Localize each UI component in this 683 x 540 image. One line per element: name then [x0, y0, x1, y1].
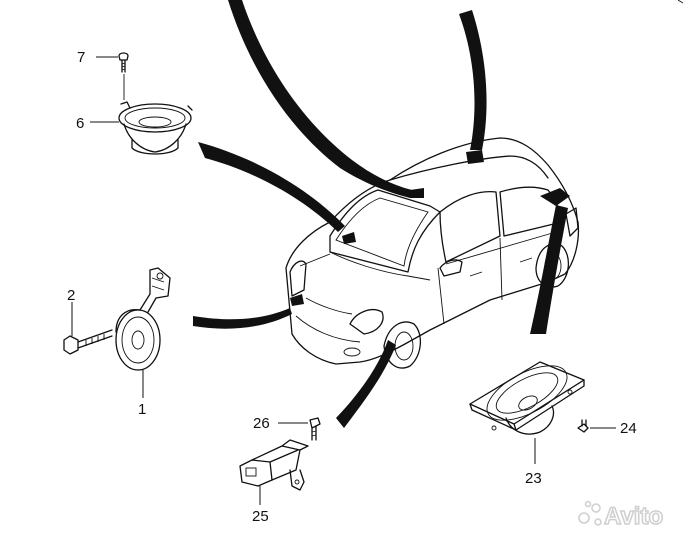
watermark: Avito: [578, 500, 664, 531]
screw-icon: [309, 417, 321, 441]
corner-mark: [677, 0, 683, 4]
ribbon-roof: [459, 10, 487, 150]
ribbon-horn: [193, 308, 292, 329]
part-23: 23: [469, 361, 585, 487]
horn-icon: [115, 267, 171, 371]
watermark-text: Avito: [604, 503, 663, 530]
callout-26: 26: [253, 415, 270, 432]
avito-logo-icon: [578, 500, 602, 526]
ribbon-front-speaker: [198, 142, 345, 232]
part-26: 26: [253, 415, 321, 441]
hatchback-car-icon: [285, 137, 580, 369]
module-icon: [239, 439, 309, 491]
part-7: 7: [77, 49, 129, 100]
part-24: 24: [577, 419, 637, 437]
part-2: 2: [63, 287, 113, 355]
part-6: 6: [76, 101, 193, 155]
part-25: 25: [239, 439, 309, 525]
callout-24: 24: [620, 420, 637, 437]
callout-2: 2: [67, 287, 75, 304]
oval-speaker-icon: [469, 361, 585, 435]
screw-icon: [118, 52, 129, 73]
callout-6: 6: [76, 115, 84, 132]
ribbon-module: [336, 340, 396, 428]
ribbon-rear-speaker: [530, 205, 568, 334]
screw-icon: [577, 419, 589, 433]
callout-7: 7: [77, 49, 85, 66]
pointer-ribbons: [193, 0, 568, 428]
ribbon-speaker-top-left: [228, 0, 412, 198]
callout-1: 1: [138, 401, 146, 418]
callout-23: 23: [525, 470, 542, 487]
round-speaker-icon: [118, 101, 193, 155]
part-1: 1: [115, 267, 171, 418]
bolt-icon: [63, 329, 113, 355]
callout-25: 25: [252, 508, 269, 525]
